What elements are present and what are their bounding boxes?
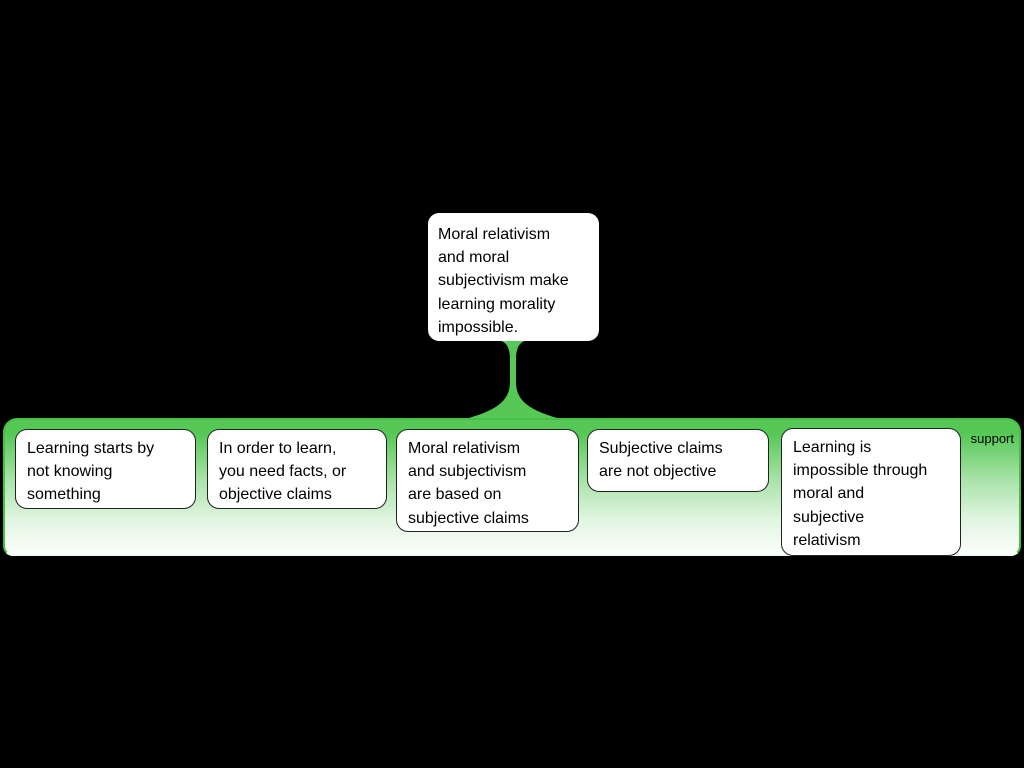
premise-node-2[interactable]: In order to learn, you need facts, or ob… bbox=[207, 429, 387, 509]
premise-node-3[interactable]: Moral relativism and subjectivism are ba… bbox=[396, 429, 579, 532]
premise-node-5[interactable]: Learning is impossible through moral and… bbox=[781, 428, 961, 556]
support-group-label: support bbox=[970, 431, 1014, 446]
premise-node-4[interactable]: Subjective claims are not objective bbox=[587, 429, 769, 492]
premise-node-1[interactable]: Learning starts by not knowing something bbox=[15, 429, 196, 509]
support-connector-icon bbox=[465, 339, 561, 419]
claim-node[interactable]: Moral relativism and moral subjectivism … bbox=[428, 213, 599, 341]
support-group[interactable]: Learning starts by not knowing something… bbox=[3, 418, 1021, 556]
